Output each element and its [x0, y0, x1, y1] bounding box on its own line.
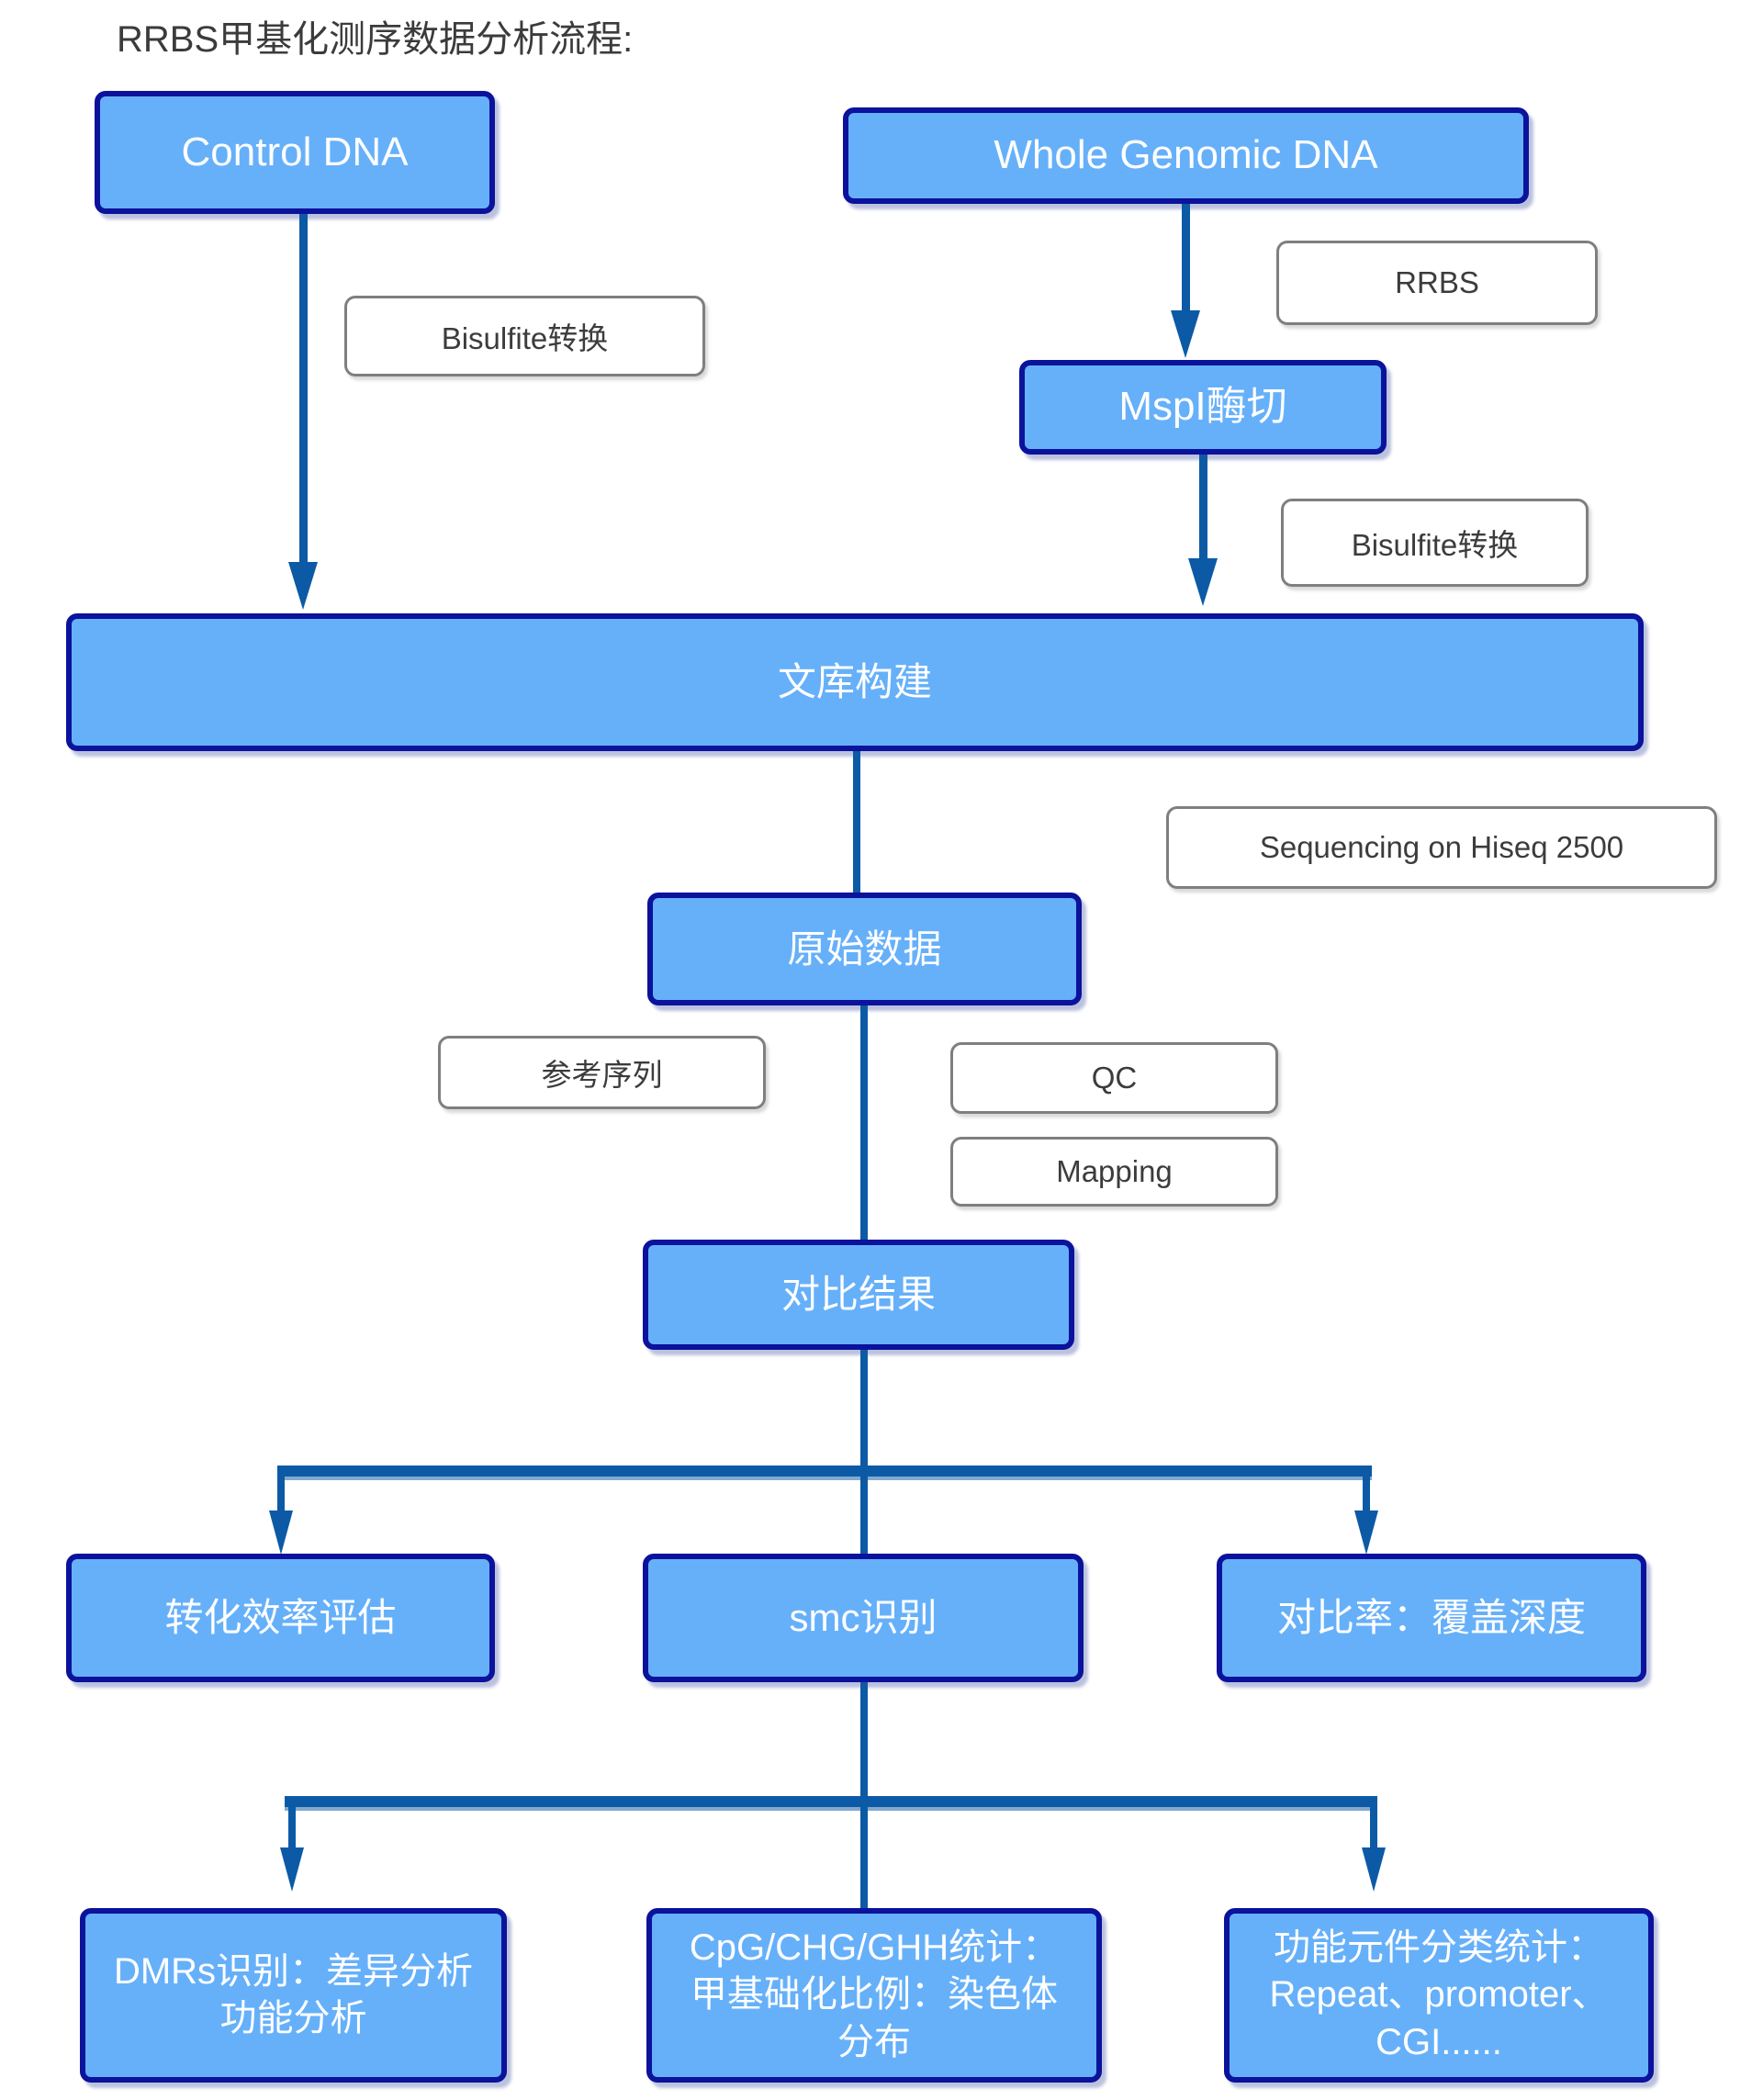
- arrow-down-icon: [269, 1510, 293, 1555]
- arrow-down-icon: [1354, 1510, 1378, 1555]
- node-align-result: 对比结果: [643, 1240, 1074, 1350]
- label-reference-seq-text: 参考序列: [541, 1058, 663, 1092]
- node-mspi-digest-label: MspI酶切: [1118, 384, 1287, 430]
- label-reference-seq: 参考序列: [438, 1036, 766, 1109]
- node-smc-identify-label: smc识别: [789, 1596, 938, 1640]
- node-smc-identify: smc识别: [643, 1554, 1084, 1682]
- node-whole-genomic-dna: Whole Genomic DNA: [843, 107, 1529, 204]
- node-functional-elements: 功能元件分类统计： Repeat、promoter、 CGI......: [1224, 1908, 1654, 2083]
- node-raw-data: 原始数据: [647, 893, 1082, 1005]
- arrow-down-icon: [288, 562, 318, 610]
- node-conversion-eval: 转化效率评估: [66, 1554, 495, 1682]
- node-align-ratio: 对比率：覆盖深度: [1217, 1554, 1646, 1682]
- node-raw-data-label: 原始数据: [787, 926, 942, 971]
- label-bisulfite-right: Bisulfite转换: [1281, 499, 1589, 587]
- connector-line-raw-align: [860, 1005, 868, 1240]
- page-title: RRBS甲基化测序数据分析流程:: [117, 19, 634, 60]
- node-dmrs-label: DMRs识别：差异分析 功能分析: [113, 1950, 474, 2038]
- arrow-down-icon: [1188, 558, 1218, 606]
- node-mspi-digest: MspI酶切: [1019, 360, 1387, 455]
- label-rrbs: RRBS: [1276, 241, 1598, 325]
- connector-drop-branch1-mid: [860, 1477, 868, 1554]
- label-qc: QC: [950, 1042, 1278, 1114]
- node-cpg-stats: CpG/CHG/GHH统计： 甲基础化比例：染色体 分布: [646, 1908, 1102, 2083]
- node-align-result-label: 对比结果: [780, 1273, 936, 1317]
- label-bisulfite-left: Bisulfite转换: [344, 296, 705, 376]
- arrow-down-icon: [1362, 1847, 1386, 1892]
- node-control-dna: Control DNA: [95, 91, 495, 214]
- connector-bar-branch1: [277, 1466, 1372, 1480]
- node-control-dna-label: Control DNA: [181, 129, 409, 174]
- connector-line-wgd: [1182, 204, 1190, 310]
- connector-drop-branch2-mid: [860, 1807, 868, 1908]
- node-library-construction: 文库构建: [66, 613, 1644, 751]
- label-sequencing: Sequencing on Hiseq 2500: [1166, 806, 1717, 889]
- label-qc-text: QC: [1091, 1061, 1138, 1095]
- node-dmrs: DMRs识别：差异分析 功能分析: [80, 1908, 507, 2083]
- label-mapping-text: Mapping: [1056, 1154, 1173, 1188]
- connector-drop-branch1-right: [1363, 1477, 1370, 1510]
- connector-drop-branch1-left: [277, 1477, 285, 1510]
- node-functional-elements-label: 功能元件分类统计： Repeat、promoter、 CGI......: [1269, 1927, 1609, 2062]
- node-align-ratio-label: 对比率：覆盖深度: [1276, 1596, 1586, 1640]
- connector-bar-branch2: [285, 1796, 1377, 1811]
- connector-stem-branch2: [860, 1682, 868, 1800]
- node-library-construction-label: 文库构建: [777, 660, 932, 704]
- connector-line-mspi: [1199, 455, 1207, 558]
- arrow-down-icon: [1171, 310, 1200, 358]
- label-bisulfite-right-text: Bisulfite转换: [1351, 528, 1519, 562]
- label-bisulfite-left-text: Bisulfite转换: [441, 321, 609, 355]
- node-conversion-eval-label: 转化效率评估: [164, 1596, 397, 1640]
- connector-line-control: [299, 214, 308, 562]
- connector-drop-branch2-right: [1370, 1807, 1377, 1847]
- label-mapping: Mapping: [950, 1137, 1278, 1207]
- label-rrbs-text: RRBS: [1395, 265, 1479, 299]
- connector-line-lib-raw: [853, 751, 860, 893]
- label-sequencing-text: Sequencing on Hiseq 2500: [1259, 830, 1624, 864]
- node-whole-genomic-dna-label: Whole Genomic DNA: [994, 132, 1378, 178]
- connector-stem-branch1: [860, 1350, 868, 1469]
- connector-drop-branch2-left: [288, 1807, 296, 1847]
- arrow-down-icon: [280, 1847, 304, 1892]
- node-cpg-stats-label: CpG/CHG/GHH统计： 甲基础化比例：染色体 分布: [689, 1927, 1060, 2062]
